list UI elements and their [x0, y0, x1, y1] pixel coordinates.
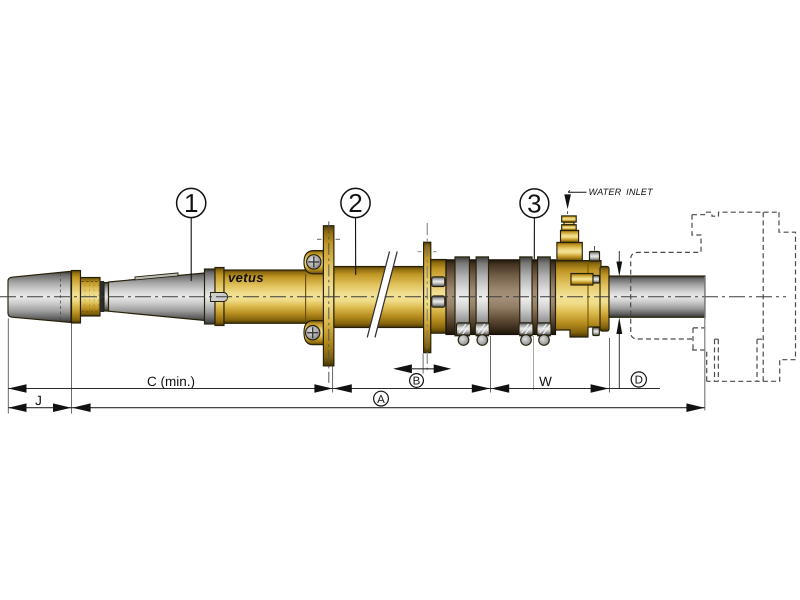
svg-text:D: D: [635, 375, 643, 387]
svg-text:A: A: [377, 394, 385, 406]
svg-text:vetus: vetus: [228, 270, 264, 285]
svg-text:C (min.): C (min.): [147, 374, 195, 389]
svg-text:J: J: [35, 393, 42, 408]
svg-text:1: 1: [184, 188, 198, 218]
svg-text:WATER INLET: WATER INLET: [589, 187, 655, 197]
svg-text:3: 3: [527, 189, 541, 219]
svg-text:2: 2: [348, 188, 362, 218]
svg-text:W: W: [539, 374, 552, 389]
svg-text:B: B: [413, 376, 421, 388]
